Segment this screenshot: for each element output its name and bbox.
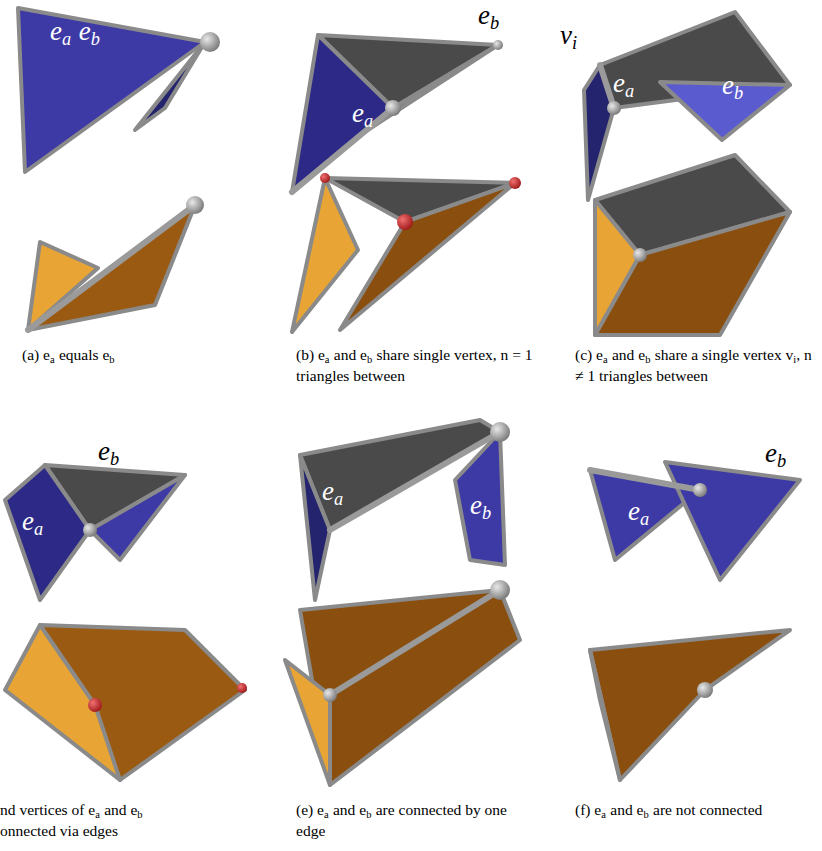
label-text: are not connected [653, 801, 762, 818]
label-text: e [722, 70, 734, 100]
subscript-text: i [572, 33, 577, 53]
subscript-text: b [367, 354, 372, 365]
label-text: and e [334, 346, 367, 363]
element-label: ea [613, 70, 634, 101]
subscript-text: b [482, 503, 491, 523]
subscript-text: a [34, 519, 43, 539]
subscript-text: b [645, 354, 650, 365]
label-text: e [50, 16, 62, 46]
label-text: (f) e [575, 801, 601, 818]
element-label: eb [478, 2, 499, 33]
element-label: ea [352, 100, 373, 131]
element-label: eb [722, 72, 743, 103]
label-text: e [628, 496, 640, 526]
subscript-text: a [603, 354, 608, 365]
panel-caption: nd vertices of ea and ebonnected via edge… [0, 800, 240, 841]
label-text: e [79, 16, 91, 46]
subscript-text: b [366, 809, 371, 820]
subscript-text: a [95, 809, 100, 820]
label-text: share a single vertex v [655, 346, 794, 363]
label-text: are connected by one edge [296, 801, 507, 839]
label-text: e [470, 490, 482, 520]
label-text: e [98, 436, 110, 466]
label-text: (c) e [575, 346, 603, 363]
label-text: e [22, 506, 34, 536]
label-text: (b) e [296, 346, 325, 363]
subscript-text: b [109, 354, 114, 365]
element-label: eaeb [50, 18, 100, 49]
element-label: ea [22, 508, 43, 539]
subscript-text: a [325, 354, 330, 365]
panel-caption: (e) ea and ebare connected by one edge [296, 800, 536, 841]
subscript-text: b [110, 449, 119, 469]
subscript-text: b [643, 809, 648, 820]
subscript-text: a [601, 809, 606, 820]
subscript-text: b [137, 809, 142, 820]
subscript-text: a [334, 489, 343, 509]
panel-caption: (a) ea equals eb [22, 345, 262, 366]
label-text: nd vertices of e [0, 801, 95, 818]
label-text: e [322, 476, 334, 506]
label-text: and e [612, 346, 645, 363]
subscript-text: b [91, 29, 100, 49]
label-text: v [560, 20, 572, 50]
subscript-text: a [50, 354, 55, 365]
element-label: ea [322, 478, 343, 509]
label-text: (e) e [296, 801, 324, 818]
element-label: eb [98, 438, 119, 469]
panel-caption: (f) ea and eb are not connected [575, 800, 815, 821]
element-label: eb [470, 492, 491, 523]
subscript-text: b [777, 451, 786, 471]
subscript-text: a [324, 809, 329, 820]
label-text: e [478, 0, 490, 30]
label-text: and e [610, 801, 643, 818]
subscript-text: b [490, 13, 499, 33]
label-text: (a) e [22, 346, 50, 363]
label-text: and e [333, 801, 366, 818]
element-label: vi [560, 22, 577, 53]
subscript-text: a [625, 81, 634, 101]
subscript-text: a [62, 29, 71, 49]
panel-caption: (c) eaand ebshare a single vertex vi, n … [575, 345, 815, 386]
subscript-text: i [793, 354, 796, 365]
label-text: equals e [59, 346, 109, 363]
label-text: e [765, 438, 777, 468]
label-text: and e [104, 801, 137, 818]
label-text: onnected via edges [0, 821, 240, 841]
element-label: eb [765, 440, 786, 471]
element-label: ea [628, 498, 649, 529]
label-text: e [352, 98, 364, 128]
subscript-text: b [734, 83, 743, 103]
label-text: e [613, 68, 625, 98]
subscript-text: a [640, 509, 649, 529]
subscript-text: a [364, 111, 373, 131]
panel-caption: (b) ea and ebshare single vertex, n = 1 t… [296, 345, 536, 386]
label-text: share single vertex, n = 1 triangles bet… [296, 346, 533, 384]
